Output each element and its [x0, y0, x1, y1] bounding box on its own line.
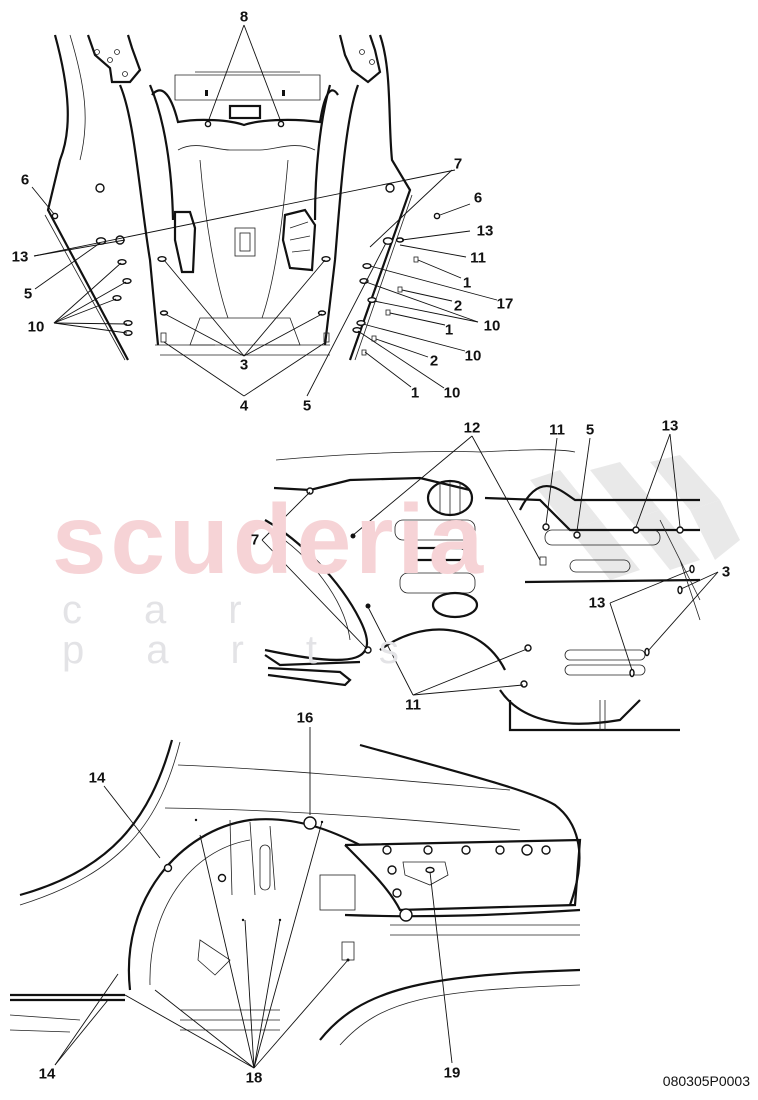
callout-number[interactable]: 14 — [38, 1065, 56, 1083]
callout-number[interactable]: 3 — [239, 356, 249, 374]
callout-number[interactable]: 2 — [429, 352, 439, 370]
callout-number[interactable]: 13 — [588, 594, 606, 612]
diagram-code: 080305P0003 — [662, 1073, 750, 1089]
callout-number[interactable]: 16 — [296, 709, 314, 727]
callout-number[interactable]: 11 — [549, 421, 565, 439]
callout-number[interactable]: 13 — [11, 248, 29, 266]
watermark-checkered-flag-icon — [530, 455, 740, 580]
callout-number[interactable]: 7 — [250, 531, 260, 549]
callout-number[interactable]: 6 — [20, 171, 30, 189]
callout-number[interactable]: 2 — [453, 297, 463, 315]
callout-number[interactable]: 3 — [721, 563, 731, 581]
callout-number[interactable]: 10 — [483, 317, 501, 335]
callout-number[interactable]: 14 — [88, 769, 106, 787]
callout-number[interactable]: 1 — [410, 384, 420, 402]
callout-number[interactable]: 5 — [585, 421, 595, 439]
callout-number[interactable]: 8 — [239, 8, 249, 26]
callout-number[interactable]: 6 — [473, 189, 483, 207]
rear-wheelhouse-view-drawing — [9, 727, 582, 1069]
callout-number[interactable]: 4 — [239, 397, 249, 415]
callout-number[interactable]: 1 — [462, 274, 472, 292]
watermark-text: scuderia — [52, 484, 488, 594]
callout-number[interactable]: 5 — [23, 285, 33, 303]
callout-number[interactable]: 10 — [464, 347, 482, 365]
watermark-subtext: car parts — [62, 588, 461, 672]
callout-number[interactable]: 18 — [245, 1069, 263, 1087]
callout-number[interactable]: 19 — [443, 1064, 461, 1082]
callout-number[interactable]: 5 — [302, 397, 312, 415]
callout-number[interactable]: 12 — [463, 419, 481, 437]
callout-number[interactable]: 11 — [405, 696, 421, 714]
callout-number[interactable]: 10 — [443, 384, 461, 402]
callout-number[interactable]: 13 — [476, 222, 494, 240]
callout-number[interactable]: 17 — [496, 295, 514, 313]
callout-number[interactable]: 11 — [470, 249, 486, 267]
underbody-top-view-drawing — [31, 24, 498, 397]
callout-number[interactable]: 10 — [27, 318, 45, 336]
callout-number[interactable]: 7 — [453, 155, 463, 173]
front-wheelhouse-view-drawing — [261, 433, 719, 732]
callout-number[interactable]: 13 — [661, 417, 679, 435]
callout-number[interactable]: 1 — [444, 321, 454, 339]
